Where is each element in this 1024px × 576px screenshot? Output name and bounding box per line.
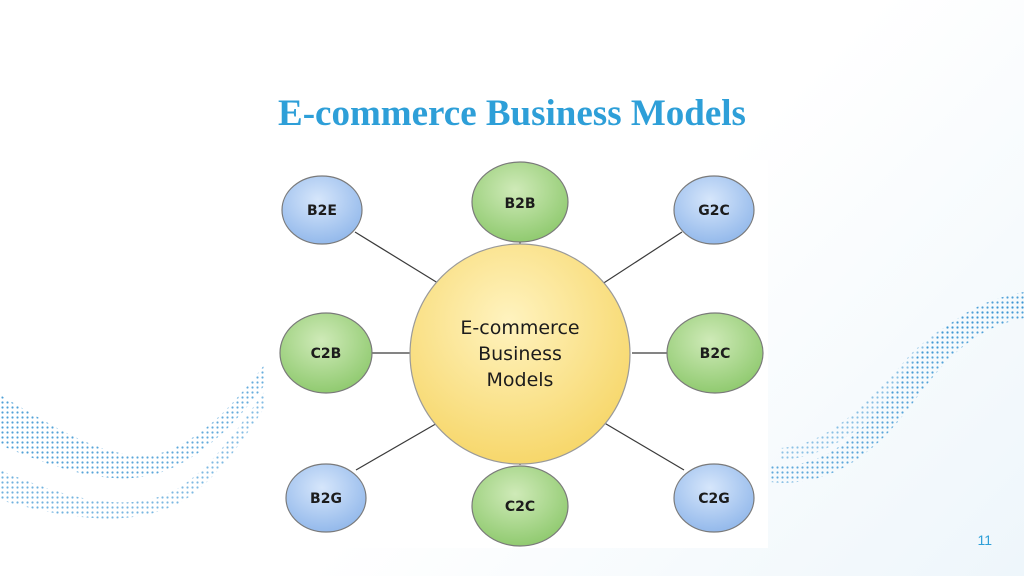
diagram-panel: E-commerce Business Models B2E B2B G2C C… xyxy=(266,160,768,548)
node-c2g: C2G xyxy=(673,463,755,533)
center-node: E-commerce Business Models xyxy=(409,243,631,465)
node-b2g-label: B2G xyxy=(310,491,342,507)
node-c2b-label: C2B xyxy=(311,346,342,362)
node-c2c: C2C xyxy=(471,465,569,547)
node-b2e: B2E xyxy=(281,175,363,245)
right-wave xyxy=(770,292,1024,483)
page-number: 11 xyxy=(977,532,992,548)
node-b2b-label: B2B xyxy=(504,196,535,212)
node-b2c-label: B2C xyxy=(700,346,731,362)
left-wave xyxy=(0,330,300,519)
node-c2g-label: C2G xyxy=(698,491,730,507)
center-label-line-1: E-commerce xyxy=(460,317,579,339)
connector-g2c xyxy=(595,231,683,289)
node-c2b: C2B xyxy=(279,312,373,394)
center-label-line-3: Models xyxy=(487,369,554,391)
connector-c2g xyxy=(595,417,685,471)
node-g2c-label: G2C xyxy=(698,203,730,219)
business-models-diagram: E-commerce Business Models B2E B2B G2C C… xyxy=(279,161,764,547)
connector-b2e xyxy=(354,231,447,289)
connector-b2g xyxy=(355,417,447,471)
slide-title: E-commerce Business Models xyxy=(278,93,746,134)
connectors xyxy=(354,231,685,471)
node-c2c-label: C2C xyxy=(505,499,535,515)
node-b2c: B2C xyxy=(666,312,764,394)
node-b2g: B2G xyxy=(285,463,367,533)
node-g2c: G2C xyxy=(673,175,755,245)
node-b2b: B2B xyxy=(471,161,569,243)
node-b2e-label: B2E xyxy=(307,203,337,219)
center-label-line-2: Business xyxy=(478,343,562,365)
